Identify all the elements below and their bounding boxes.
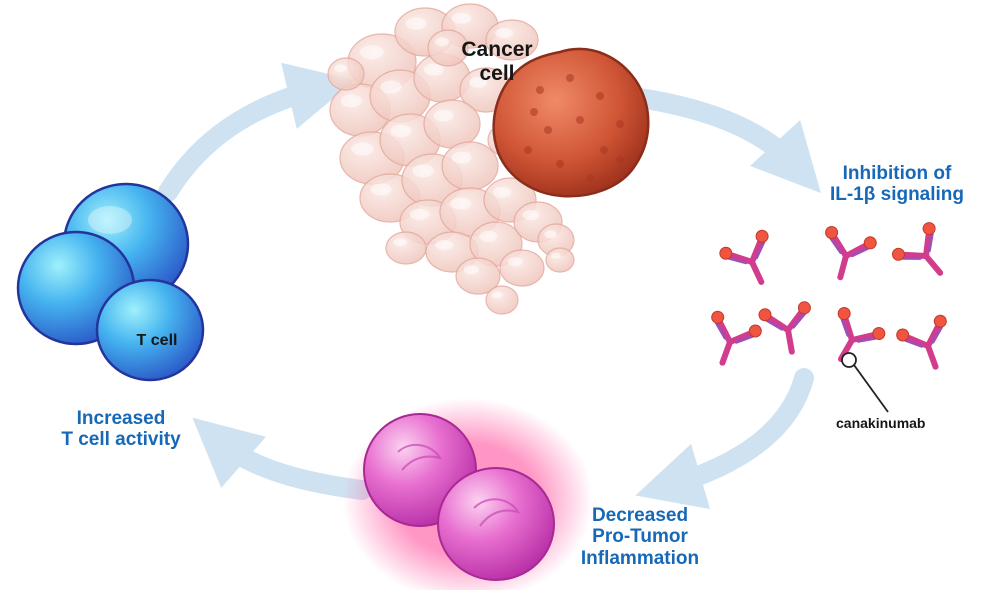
arrow-tcell-to-cancer <box>158 62 356 202</box>
cancer-cluster-highlight <box>405 17 427 30</box>
decreased-label-line: Inflammation <box>580 547 700 569</box>
cancer-cluster-blob <box>441 141 499 191</box>
canakinumab-label: canakinumab <box>836 415 926 431</box>
inflamed-cell-right <box>437 467 555 581</box>
cancer-cluster-highlight <box>423 63 444 76</box>
antibody-icon <box>896 314 947 370</box>
cancer-core-pore <box>544 126 552 134</box>
cancer-cluster-blob <box>545 247 575 273</box>
increased-activity-label: Increased T cell activity <box>36 408 206 451</box>
cancer-cell-cluster <box>327 3 575 315</box>
cancer-cluster-highlight <box>390 124 412 138</box>
cancer-cluster-highlight <box>550 252 561 259</box>
arrow-inflammation-to-tcell <box>192 417 372 500</box>
increased-label-line: Increased <box>76 408 166 429</box>
cancer-cluster-highlight <box>340 94 362 108</box>
cancer-cluster-highlight <box>522 210 540 220</box>
cancer-cell-label-line: Cancer <box>461 38 533 61</box>
cancer-cluster-highlight <box>544 230 557 239</box>
antibody-icon <box>719 229 769 285</box>
cancer-cluster-blob <box>499 249 545 287</box>
antibodies <box>711 222 947 370</box>
cancer-cluster-highlight <box>491 291 503 299</box>
inflamed-cell-fold <box>473 498 521 527</box>
cancer-cluster-highlight <box>370 183 392 196</box>
pointer-line <box>853 364 889 413</box>
cancer-core-pore <box>530 108 538 116</box>
cancer-core-pore <box>586 174 594 182</box>
cancer-cluster-highlight <box>479 230 498 242</box>
inflamed-cell-fold <box>397 443 443 471</box>
cancer-core-pore <box>596 92 604 100</box>
cancer-cluster-highlight <box>451 12 472 24</box>
cancer-cluster-highlight <box>409 208 430 220</box>
cancer-cell-core <box>492 47 650 198</box>
cancer-cluster-highlight <box>435 240 454 250</box>
t-cell <box>16 182 205 382</box>
cancer-core-pore <box>600 146 608 154</box>
cancer-cell-label: Cancer cell <box>432 38 562 85</box>
cancer-cluster-highlight <box>334 64 347 73</box>
cancer-core-pore <box>576 116 584 124</box>
cancer-cluster-blob <box>423 99 481 149</box>
cancer-cluster-highlight <box>380 80 402 94</box>
decreased-label-line: Decreased <box>591 505 689 526</box>
cancer-cluster-highlight <box>493 186 512 198</box>
cancer-cluster-highlight <box>450 197 472 210</box>
cancer-cell-texture <box>524 74 624 182</box>
increased-label-line: T cell activity <box>61 429 181 451</box>
antibody-icon <box>825 225 877 281</box>
decreased-label-line: Pro-Tumor <box>592 526 688 548</box>
decreased-inflammation-label: Decreased Pro-Tumor Inflammation <box>555 505 725 569</box>
cancer-cluster-highlight <box>435 37 449 47</box>
cancer-cluster-highlight <box>495 28 514 38</box>
antibody-icon <box>711 310 762 366</box>
arrow-antibodies-to-inflammation <box>635 368 814 510</box>
cancer-cluster-highlight <box>393 238 407 247</box>
inhibition-label-line: IL-1β signaling <box>829 184 965 206</box>
cancer-cluster-blob <box>327 57 365 91</box>
canakinumab-pointer <box>841 352 889 413</box>
cancer-core-pore <box>616 120 624 128</box>
inhibition-label-line: Inhibition of <box>842 163 952 184</box>
inhibition-label: Inhibition of IL-1β signaling <box>812 163 982 206</box>
cancer-cluster-highlight <box>463 265 480 275</box>
cycle-arrows <box>158 62 821 510</box>
cancer-core-pore <box>616 156 624 164</box>
inflamed-cell <box>343 398 593 595</box>
cancer-cluster-highlight <box>451 151 472 164</box>
antibody-icon <box>758 301 811 355</box>
arrow-cancer-to-inhibition <box>630 88 821 194</box>
cancer-cell-label-line: cell <box>479 61 515 85</box>
cancer-cluster-highlight <box>412 164 434 178</box>
cancer-cluster-highlight <box>469 76 488 88</box>
cancer-cluster-blob <box>485 285 519 315</box>
t-cell-front <box>95 278 205 382</box>
cancer-core-pore <box>536 86 544 94</box>
cancer-cluster-highlight <box>433 109 454 122</box>
cancer-cluster-highlight <box>507 257 524 267</box>
t-cell-highlight <box>88 206 132 234</box>
cancer-cell <box>327 3 650 315</box>
pointer-ring <box>841 352 857 368</box>
t-cell-label: T cell <box>136 332 178 349</box>
cancer-cluster-highlight <box>359 45 384 60</box>
cancer-core-pore <box>566 74 574 82</box>
cancer-core-pore <box>524 146 532 154</box>
cancer-cluster-highlight <box>351 142 374 156</box>
antibody-icon <box>891 222 944 276</box>
cancer-cluster-blob <box>385 231 427 265</box>
cancer-core-pore <box>556 160 564 168</box>
